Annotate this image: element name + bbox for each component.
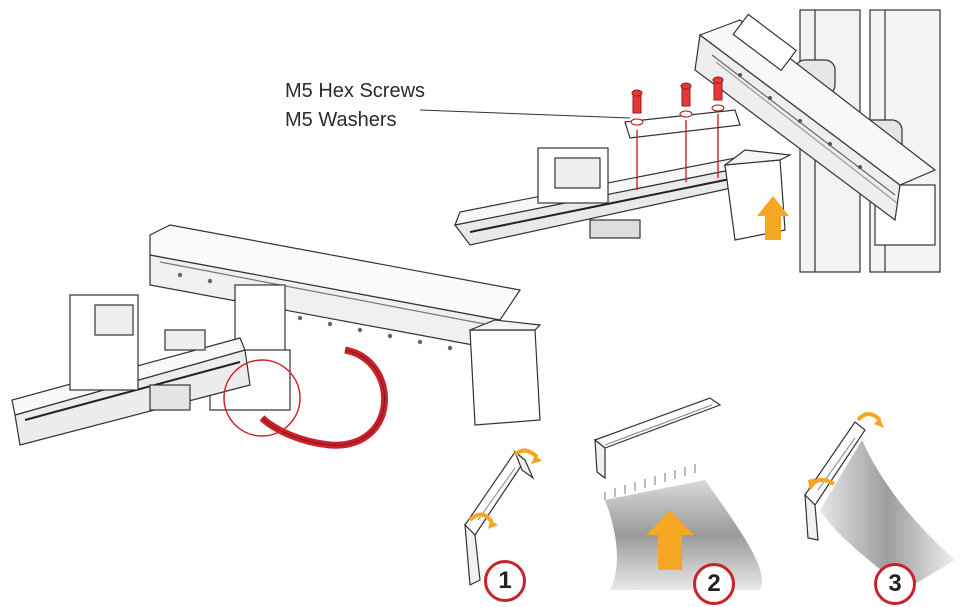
step-3-connector xyxy=(804,421,866,541)
callout-leader-line xyxy=(419,109,631,119)
m5-hex-screw-icon xyxy=(630,76,725,126)
up-arrow-icon xyxy=(757,196,789,240)
connector-highlight-circle xyxy=(223,359,301,437)
main-gantry-assembly xyxy=(11,224,542,446)
top-lower-rail xyxy=(453,147,793,246)
mounting-bracket xyxy=(624,109,741,190)
step-2-connector xyxy=(593,397,722,480)
step-3-badge: 3 xyxy=(874,563,916,605)
ribbon-cable-strip xyxy=(820,440,955,590)
callout-label-screws: M5 Hex Screws xyxy=(285,80,426,102)
up-arrow-icon xyxy=(646,510,694,570)
step-2-badge: 2 xyxy=(693,563,735,605)
vertical-column-assembly xyxy=(794,9,941,273)
ribbon-cable xyxy=(259,346,389,449)
step-1-badge: 1 xyxy=(484,560,526,602)
callout-label-washers: M5 Washers xyxy=(285,109,397,131)
upper-diagonal-rail xyxy=(694,13,937,222)
